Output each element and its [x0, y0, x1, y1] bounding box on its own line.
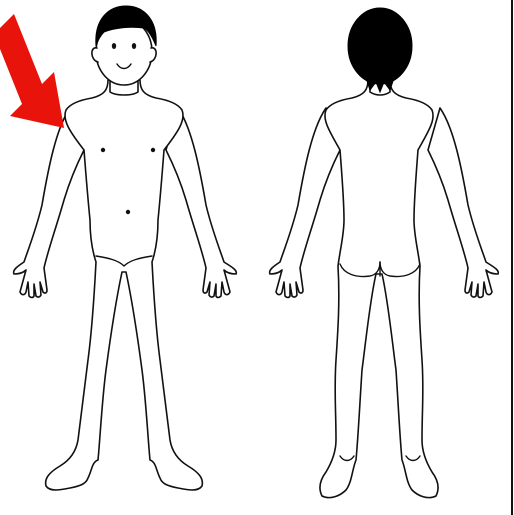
back-hair-tuft: [366, 78, 394, 92]
back-figure: [270, 8, 499, 498]
back-body: [320, 80, 438, 498]
front-right-eye: [132, 43, 136, 49]
front-right-arm: [166, 108, 236, 298]
front-right-ear: [150, 48, 156, 62]
front-right-nipple: [151, 148, 155, 152]
arrow-icon: [0, 14, 64, 128]
back-head: [348, 8, 412, 84]
back-left-arm: [270, 108, 340, 298]
front-figure: [14, 6, 237, 490]
front-navel: [126, 210, 130, 214]
front-left-eye: [112, 43, 116, 49]
back-right-arm: [428, 108, 498, 298]
red-arrow-pointer: [0, 14, 64, 128]
front-left-ear: [92, 48, 98, 62]
front-left-nipple: [101, 148, 105, 152]
